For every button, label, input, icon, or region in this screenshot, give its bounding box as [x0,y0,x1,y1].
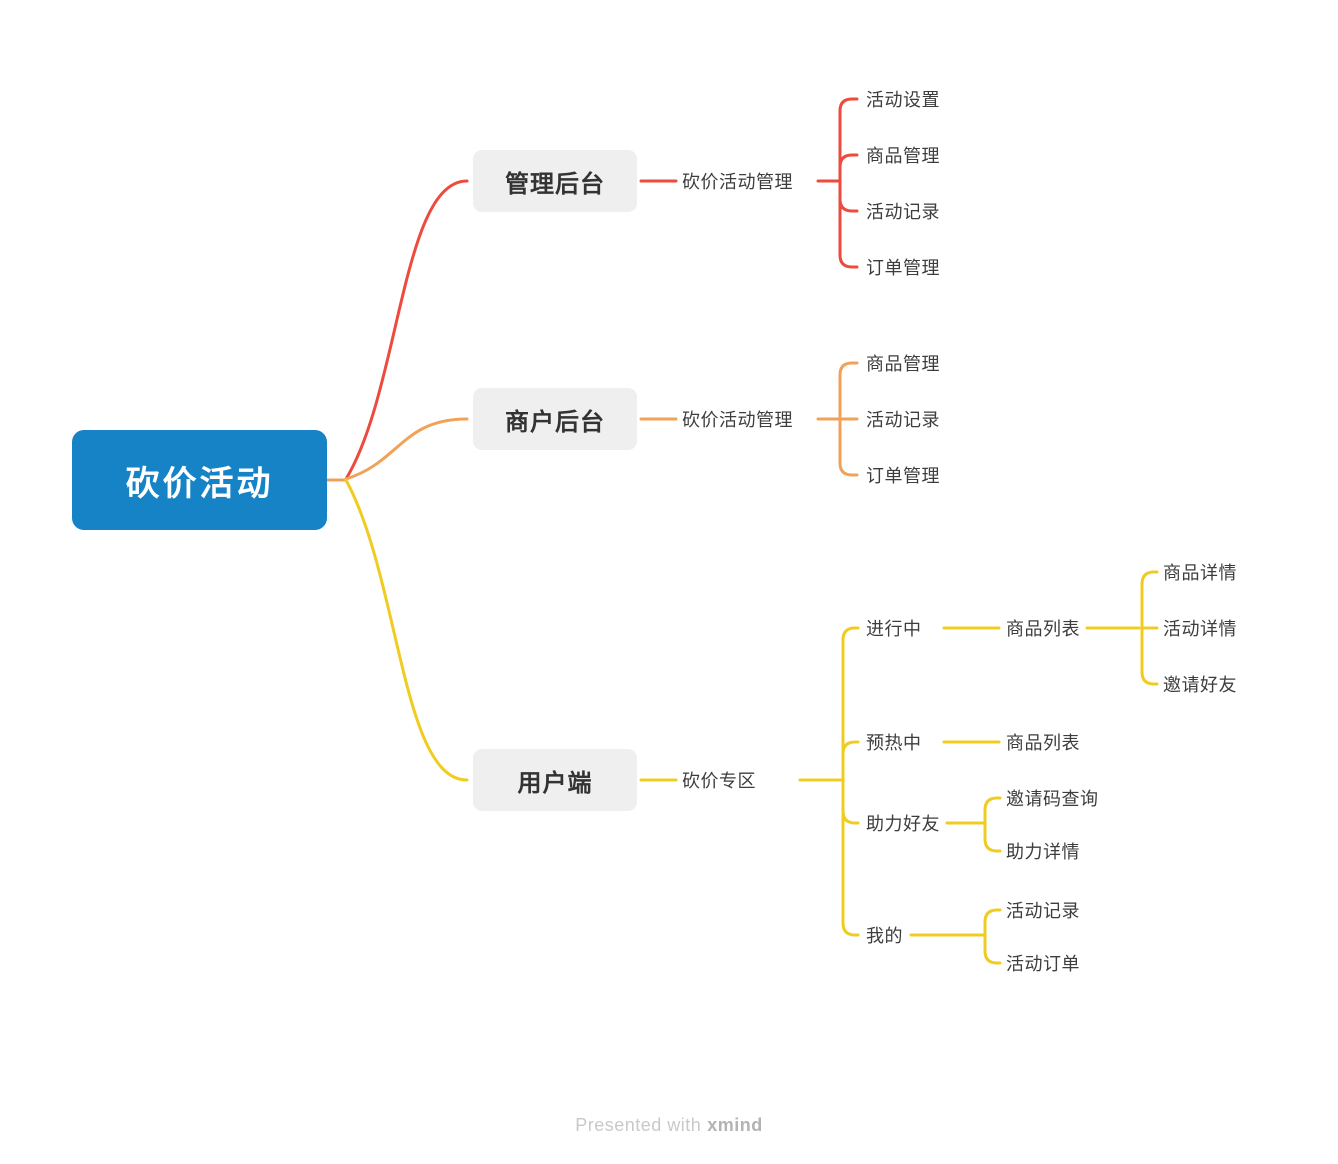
node-preheating-product-list[interactable]: 商品列表 [1006,733,1080,753]
node-mine[interactable]: 我的 [866,926,903,946]
node-admin-backend[interactable]: 管理后台 [473,150,637,212]
node-merchant-activity-records[interactable]: 活动记录 [866,410,940,430]
node-invite-code-query[interactable]: 邀请码查询 [1006,789,1099,809]
node-my-activity-records[interactable]: 活动记录 [1006,901,1080,921]
user-branch-lines [344,478,1159,965]
node-admin-activity-records[interactable]: 活动记录 [866,202,940,222]
node-in-progress-product-list[interactable]: 商品列表 [1006,619,1080,639]
node-preheating[interactable]: 预热中 [866,733,922,753]
node-merchant-product-management[interactable]: 商品管理 [866,354,940,374]
node-merchant-backend[interactable]: 商户后台 [473,388,637,450]
node-invite-friends[interactable]: 邀请好友 [1163,675,1237,695]
node-product-details[interactable]: 商品详情 [1163,563,1237,583]
node-bargain-activity-root[interactable]: 砍价活动 [72,430,327,530]
xmind-brand: xmind [707,1115,763,1135]
node-admin-product-management[interactable]: 商品管理 [866,146,940,166]
node-merchant-order-management[interactable]: 订单管理 [866,466,940,486]
node-help-friends[interactable]: 助力好友 [866,814,940,834]
admin-branch-lines [344,97,859,481]
watermark-prefix: Presented with [575,1115,702,1135]
node-activity-settings[interactable]: 活动设置 [866,90,940,110]
node-admin-bargain-activity-management[interactable]: 砍价活动管理 [682,172,793,192]
node-bargain-zone[interactable]: 砍价专区 [682,771,756,791]
node-user-client[interactable]: 用户端 [473,749,637,811]
node-merchant-bargain-activity-management[interactable]: 砍价活动管理 [682,410,793,430]
node-in-progress[interactable]: 进行中 [866,619,922,639]
node-help-details[interactable]: 助力详情 [1006,842,1080,862]
node-admin-order-management[interactable]: 订单管理 [866,258,940,278]
node-activity-orders[interactable]: 活动订单 [1006,954,1080,974]
node-activity-details[interactable]: 活动详情 [1163,619,1237,639]
merchant-branch-lines [325,361,859,482]
